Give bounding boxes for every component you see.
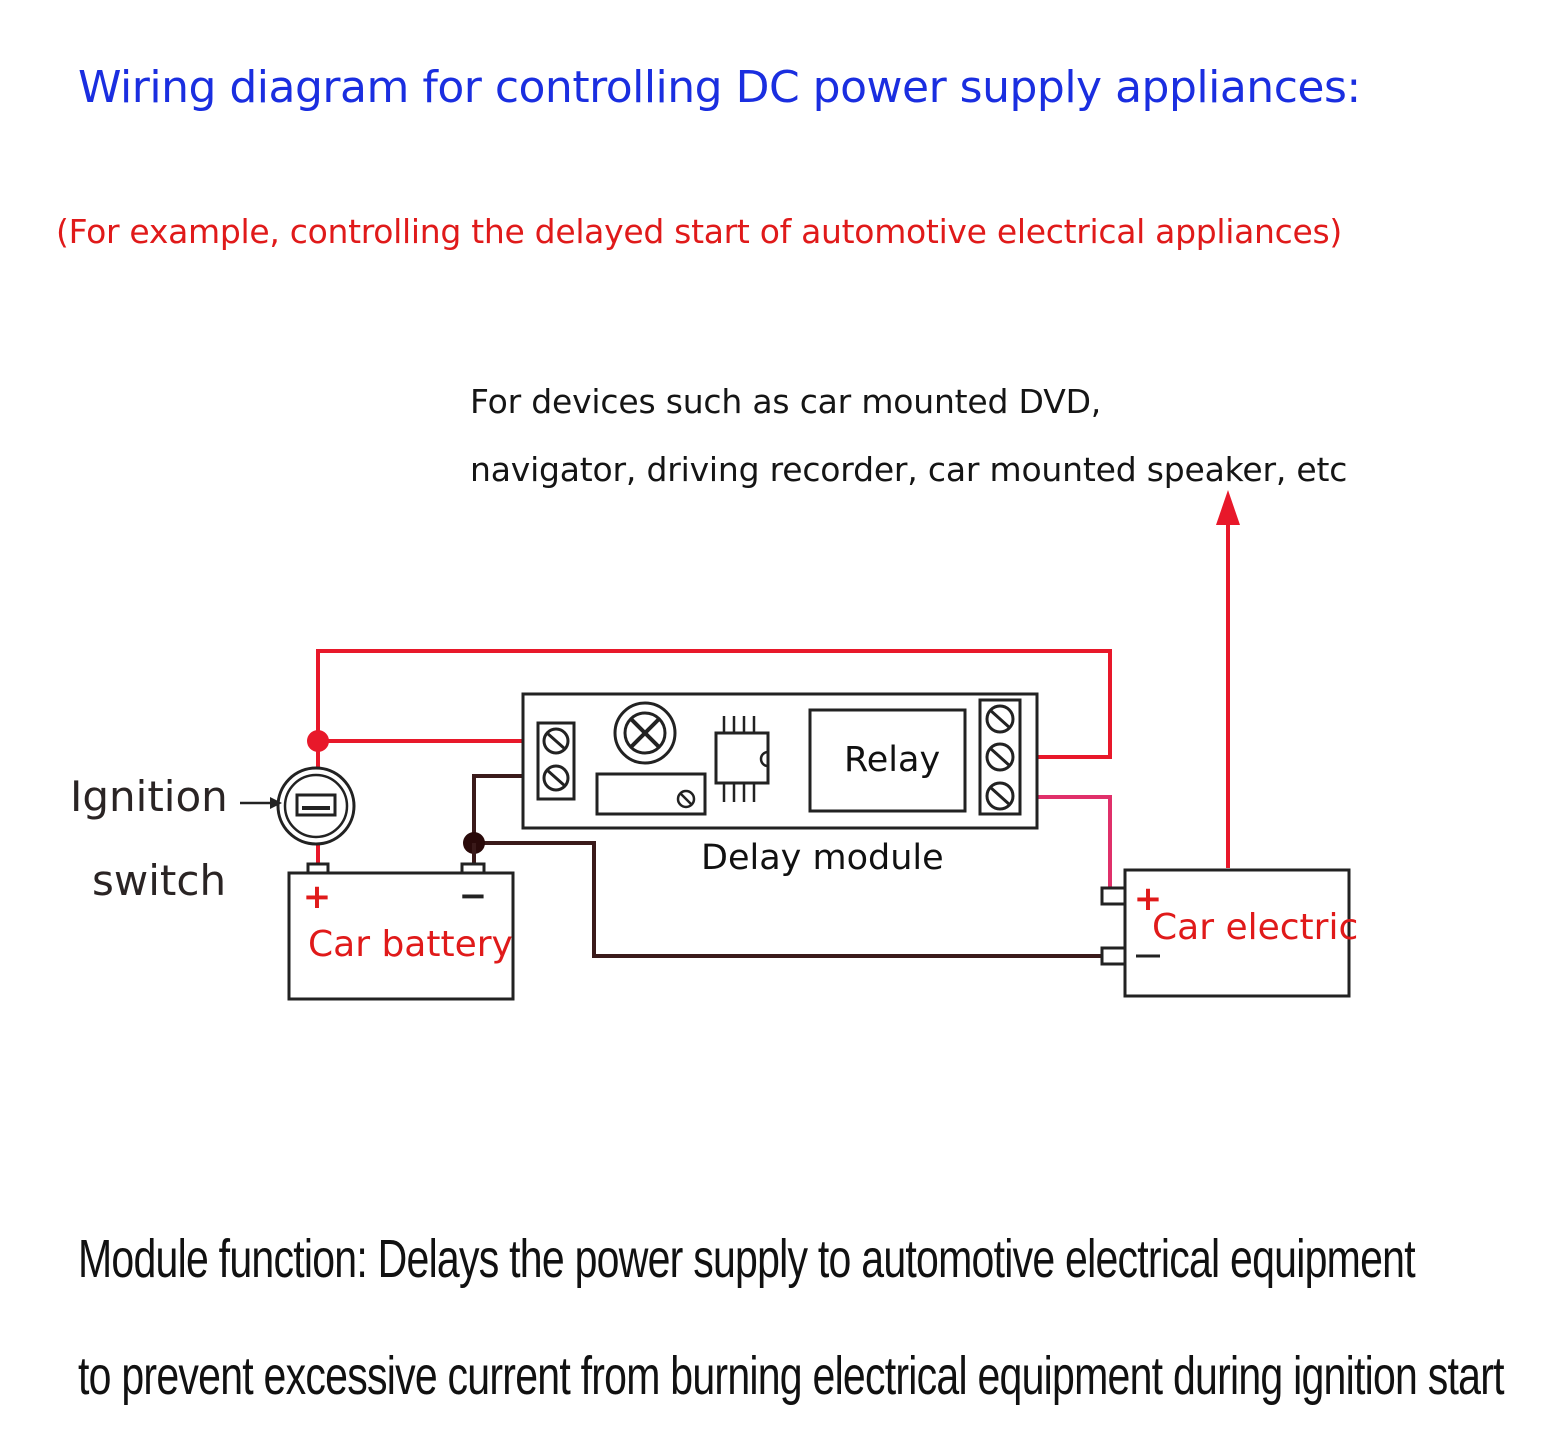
battery-plus-sign: + [303, 877, 332, 917]
car-battery-box [287, 862, 515, 1001]
switch-label: switch [92, 856, 227, 905]
page-title: Wiring diagram for controlling DC power … [78, 62, 1361, 113]
module-function-line-1: Module function: Delays the power supply… [78, 1229, 1416, 1289]
relay-label: Relay [844, 740, 941, 780]
devices-note-line-1: For devices such as car mounted DVD, [470, 382, 1102, 421]
negative-wire-to-load [474, 841, 1102, 958]
car-battery-label: Car battery [308, 924, 513, 965]
car-electric-label: Car electric [1152, 907, 1359, 948]
ignition-switch-icon [276, 766, 356, 846]
module-function-line-2: to prevent excessive current from burnin… [78, 1346, 1505, 1406]
positive-junction-dot [307, 730, 329, 752]
negative-wire-to-module [472, 774, 538, 843]
car-electric-box [1100, 868, 1351, 998]
devices-note-line-2: navigator, driving recorder, car mounted… [470, 450, 1348, 489]
ignition-label: Ignition [70, 772, 228, 821]
positive-wire-loop [316, 649, 1112, 800]
delay-module-label: Delay module [701, 838, 944, 878]
load-plus-sign: + [1134, 879, 1163, 919]
battery-minus-sign: − [459, 876, 488, 916]
page-subtitle: (For example, controlling the delayed st… [56, 212, 1342, 251]
delay-module-board [521, 692, 1039, 830]
ignition-arrowhead [270, 797, 282, 809]
to-devices-arrowhead [1216, 490, 1240, 525]
